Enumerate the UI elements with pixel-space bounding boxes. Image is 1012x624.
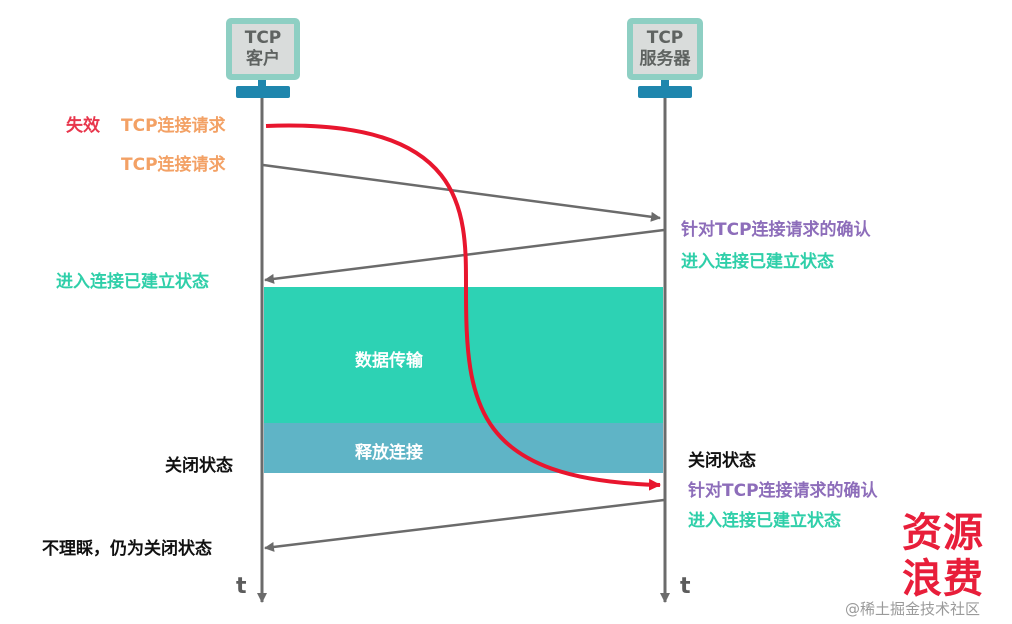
stale-request-label: TCP连接请求: [121, 116, 226, 136]
client-monitor-icon: TCP 客户: [226, 18, 300, 80]
watermark: @稀土掘金技术社区: [845, 600, 981, 618]
client-time-label: t: [236, 574, 247, 599]
server-established-label-2: 进入连接已建立状态: [688, 511, 841, 531]
stale-request-arrow: [265, 123, 661, 491]
release-band: [264, 423, 663, 473]
data-transfer-band: [264, 287, 663, 423]
release-label: 释放连接: [355, 443, 423, 463]
server-title-line2: 服务器: [639, 49, 691, 69]
invalid-tag: 失效: [66, 116, 100, 136]
server-time-label: t: [680, 574, 691, 599]
resource-waste-callout: 资源 浪费: [902, 510, 984, 602]
data-transfer-label: 数据传输: [355, 351, 423, 371]
client-established-label: 进入连接已建立状态: [56, 272, 209, 292]
server-monitor-stand: [661, 80, 669, 88]
request-label: TCP连接请求: [121, 155, 226, 175]
request-arrow: [262, 163, 661, 222]
server-monitor-icon: TCP 服务器: [627, 18, 703, 80]
client-ignore-label: 不理睬，仍为关闭状态: [42, 539, 212, 559]
client-title-line1: TCP: [244, 28, 282, 48]
client-monitor-base: [236, 86, 290, 98]
server-established-label-1: 进入连接已建立状态: [681, 252, 834, 272]
client-closed-label: 关闭状态: [165, 456, 233, 476]
server-closed-label: 关闭状态: [688, 451, 756, 471]
ignored-ack-arrow: [264, 498, 665, 552]
server-ack-label-2: 针对TCP连接请求的确认: [688, 481, 878, 501]
server-title-line1: TCP: [646, 28, 684, 48]
waste-line2: 浪费: [902, 556, 984, 602]
client-title-line2: 客户: [246, 49, 280, 69]
waste-line1: 资源: [902, 510, 984, 556]
server-ack-label-1: 针对TCP连接请求的确认: [681, 220, 871, 240]
server-monitor-base: [638, 86, 692, 98]
client-monitor-stand: [258, 80, 266, 88]
